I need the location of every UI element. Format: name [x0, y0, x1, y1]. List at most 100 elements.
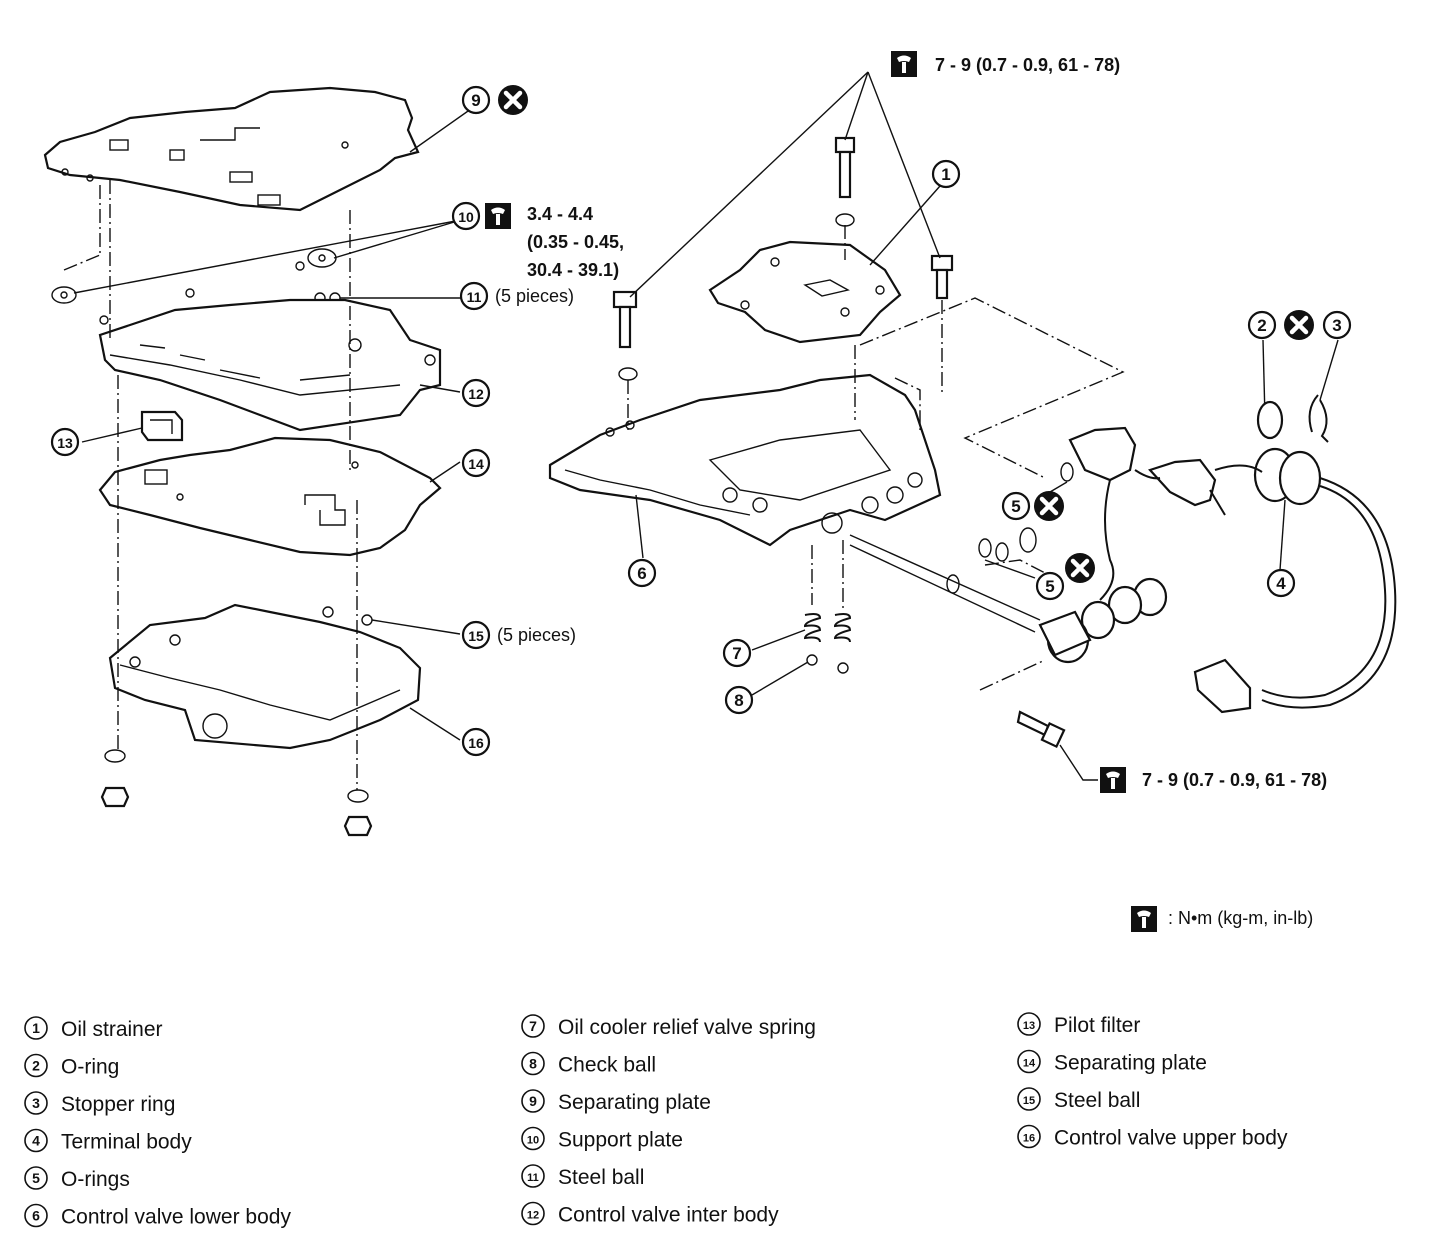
legend-item: 14 Separating plate — [1017, 1049, 1207, 1075]
torque-wrench-icon — [1131, 906, 1157, 932]
control-valve-lower-body-6 — [548, 373, 942, 547]
torque-spec-support-2: (0.35 - 0.45, — [527, 232, 624, 252]
control-valve-upper-body-16 — [108, 603, 422, 750]
legend-label: Control valve inter body — [558, 1204, 779, 1227]
svg-text:4: 4 — [1276, 574, 1286, 593]
torque-wrench-icon — [1100, 767, 1126, 793]
washer-right — [347, 789, 369, 803]
legend-number-circle — [521, 1014, 545, 1038]
plate-9-details — [61, 127, 349, 206]
separating-plate-9 — [43, 86, 420, 212]
legend-number: 14 — [1023, 1058, 1036, 1070]
bolt-bottom-right — [1016, 710, 1066, 748]
legend-number: 6 — [32, 1208, 40, 1224]
washer-left — [104, 749, 126, 763]
strainer-details — [740, 257, 885, 317]
legend-number: 10 — [527, 1135, 539, 1147]
torque-wrench-icon — [485, 203, 511, 229]
svg-text:12: 12 — [468, 386, 484, 402]
o-ring-2 — [1256, 400, 1284, 440]
stopper-ring-3 — [1308, 394, 1329, 443]
legend-label: O-rings — [61, 1168, 130, 1191]
legend-number-circle — [1017, 1012, 1041, 1036]
callout-8: 8 — [724, 685, 754, 715]
callout-14: 14 — [461, 448, 491, 478]
legend-label: Oil strainer — [61, 1018, 163, 1041]
callout-13: 13 — [50, 427, 80, 457]
o-rings-5 — [946, 462, 1074, 594]
legend-number-circle — [521, 1051, 545, 1076]
legend-item: 12 Control valve inter body — [521, 1201, 779, 1227]
svg-text:5: 5 — [1045, 577, 1054, 596]
nut-left — [100, 786, 130, 808]
do-not-reuse-x-icon — [498, 85, 528, 115]
legend-number-circle — [24, 1091, 48, 1115]
svg-text:9: 9 — [471, 91, 480, 110]
leader-lines — [73, 71, 1339, 781]
legend-number: 7 — [529, 1018, 537, 1034]
torque-spec-bottom: 7 - 9 (0.7 - 0.9, 61 - 78) — [1142, 770, 1327, 790]
callout-9: 9 — [461, 85, 491, 115]
callout-10: 10 — [451, 201, 481, 231]
bolt-right — [930, 254, 954, 300]
legend-label: Check ball — [558, 1054, 656, 1077]
legend-label: Separating plate — [558, 1091, 711, 1114]
bolt-left — [612, 290, 638, 381]
legend-number: 11 — [527, 1172, 539, 1184]
bolt-top — [834, 136, 856, 227]
legend-number: 16 — [1023, 1133, 1035, 1145]
callout-3: 3 — [1322, 310, 1352, 340]
svg-text:2: 2 — [1257, 316, 1266, 335]
callout-12: 12 — [461, 378, 491, 408]
svg-text:3: 3 — [1332, 316, 1341, 335]
callout-5a: 5 — [1001, 491, 1031, 521]
do-not-reuse-x-icon — [1034, 491, 1064, 521]
inter-body-details — [109, 338, 436, 396]
legend-label: Stopper ring — [61, 1093, 175, 1116]
legend-number-circle — [521, 1126, 545, 1151]
separating-plate-14 — [98, 436, 442, 557]
legend-number: 1 — [32, 1020, 40, 1036]
support-plate-washer-left — [51, 286, 77, 304]
upper-body-details — [119, 634, 401, 739]
legend-label: Terminal body — [61, 1131, 192, 1154]
legend-label: Oil cooler relief valve spring — [558, 1016, 816, 1039]
check-ball-8 — [806, 654, 818, 666]
legend-number: 12 — [527, 1210, 539, 1222]
legend-label: Steel ball — [1054, 1089, 1140, 1112]
legend-number-circle — [24, 1053, 48, 1078]
svg-text:8: 8 — [734, 691, 743, 710]
left-alignment-lines — [63, 180, 358, 790]
legend-number-circle — [24, 1128, 48, 1153]
callout-7: 7 — [722, 638, 752, 668]
legend-number: 8 — [529, 1056, 537, 1072]
svg-text:7: 7 — [732, 644, 741, 663]
do-not-reuse-x-icon — [1284, 310, 1314, 340]
legend-label: Control valve lower body — [61, 1206, 291, 1229]
support-plate-washer-right — [307, 248, 337, 268]
legend-label: Separating plate — [1054, 1052, 1207, 1075]
solenoid-harness — [1038, 426, 1397, 714]
svg-text:5: 5 — [1011, 497, 1020, 516]
svg-text:14: 14 — [468, 456, 484, 472]
legend-label: Control valve upper body — [1054, 1127, 1288, 1150]
pieces-note-11: (5 pieces) — [495, 286, 574, 306]
svg-text:11: 11 — [467, 289, 482, 305]
legend-number-circle — [24, 1016, 48, 1040]
legend-label: O-ring — [61, 1056, 119, 1079]
pilot-filter-13 — [140, 410, 184, 442]
callout-4: 4 — [1266, 568, 1296, 598]
legend-item: 16 Control valve upper body — [1017, 1124, 1288, 1150]
svg-text:1: 1 — [941, 165, 950, 184]
legend-label: Steel ball — [558, 1166, 644, 1189]
legend-number-circle — [1017, 1087, 1041, 1111]
legend-label: Support plate — [558, 1129, 683, 1152]
pieces-note-15: (5 pieces) — [497, 625, 576, 645]
nut-right — [343, 815, 373, 837]
legend-item: 7 Oil cooler relief valve spring — [521, 1014, 816, 1039]
